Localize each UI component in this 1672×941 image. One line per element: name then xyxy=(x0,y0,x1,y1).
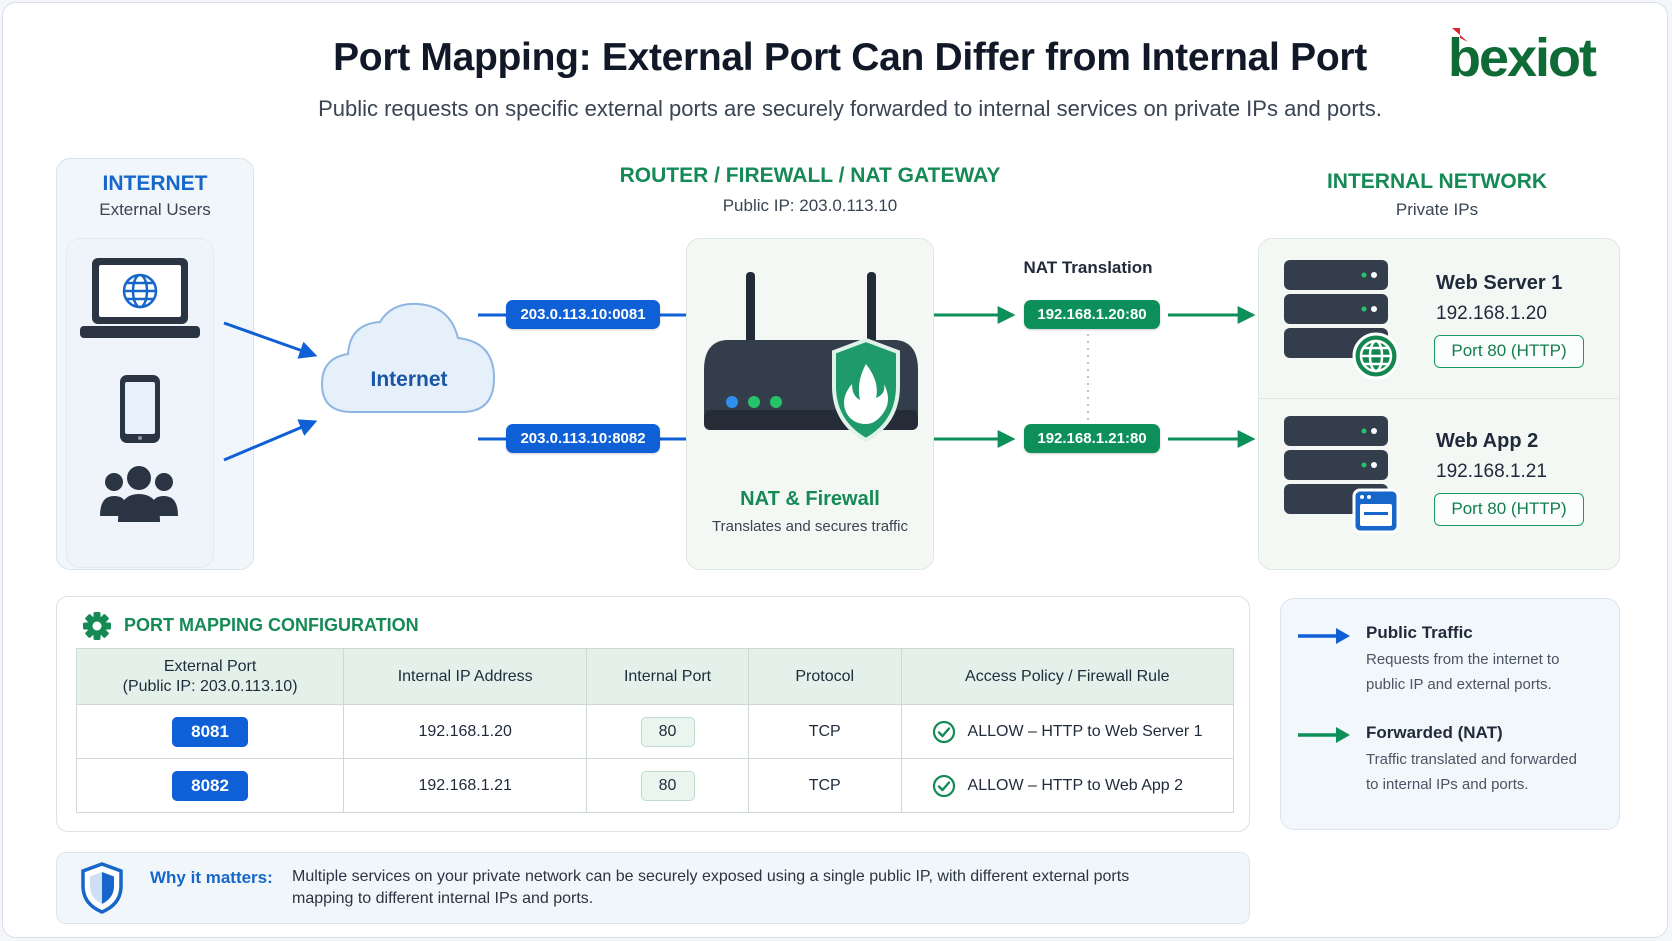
page-title: Port Mapping: External Port Can Differ f… xyxy=(333,36,1367,79)
shield-flame-icon xyxy=(832,337,900,443)
page-subtitle: Public requests on specific external por… xyxy=(318,96,1382,121)
col-access-policy: Access Policy / Firewall Rule xyxy=(900,648,1235,705)
external-port-badge: 8082 xyxy=(172,770,249,801)
port-mapping-table: External Port(Public IP: 203.0.113.10) I… xyxy=(75,648,1235,813)
server-1-port: Port 80 (HTTP) xyxy=(1434,335,1584,368)
svg-text:bexiot: bexiot xyxy=(1448,28,1597,86)
external-port-badge: 8081 xyxy=(172,716,249,747)
laptop-icon xyxy=(80,258,200,338)
legend-nat-desc-2: to internal IPs and ports. xyxy=(1366,776,1529,793)
table-header-row: External Port(Public IP: 203.0.113.10) I… xyxy=(75,648,1235,705)
legend-public-desc-1: Requests from the internet to xyxy=(1366,651,1560,668)
col-internal-ip: Internal IP Address xyxy=(343,648,588,705)
internal-heading: INTERNAL NETWORK xyxy=(1326,170,1548,193)
server-2-name: Web App 2 xyxy=(1436,430,1539,452)
router-device-desc: Translates and secures traffic xyxy=(712,518,908,535)
arrow-icon xyxy=(223,419,318,462)
nat-translation-label: NAT Translation xyxy=(1023,258,1153,277)
footer-text-2: mapping to different internal IPs and po… xyxy=(292,890,594,907)
footer-label: Why it matters: xyxy=(150,868,273,887)
legend-public-title: Public Traffic xyxy=(1366,623,1473,642)
globe-icon xyxy=(122,273,158,309)
internal-ip-cell: 192.168.1.21 xyxy=(343,758,588,813)
legend-nat-arrow xyxy=(1298,727,1350,743)
internal-port-badge: 80 xyxy=(640,716,695,747)
gear-icon xyxy=(83,612,111,640)
internal-subheading: Private IPs xyxy=(1395,200,1479,219)
config-heading: PORT MAPPING CONFIGURATION xyxy=(124,615,419,635)
footer-panel xyxy=(56,852,1250,924)
col-protocol: Protocol xyxy=(747,648,902,705)
internal-flow-pill-1: 192.168.1.20:80 xyxy=(1024,300,1160,329)
app-window-icon xyxy=(1352,488,1400,534)
legend-public-desc-2: public IP and external ports. xyxy=(1366,676,1552,693)
server-2-ip: 192.168.1.21 xyxy=(1436,461,1547,482)
col-internal-port: Internal Port xyxy=(586,648,749,705)
arrow-icon xyxy=(223,321,318,359)
internet-subheading: External Users xyxy=(99,200,211,219)
server-icon xyxy=(1284,260,1400,380)
check-circle-icon xyxy=(932,720,955,743)
footer-text-1: Multiple services on your private networ… xyxy=(292,868,1130,885)
table-row: 8082 192.168.1.21 80 TCP ALLOW – HTTP to… xyxy=(75,758,1235,813)
server-1-name: Web Server 1 xyxy=(1436,272,1563,294)
router-public-ip: Public IP: 203.0.113.10 xyxy=(722,196,898,215)
internal-panel-divider xyxy=(1258,398,1620,399)
legend-nat-desc-1: Traffic translated and forwarded xyxy=(1366,751,1577,768)
server-1-ip: 192.168.1.20 xyxy=(1436,303,1547,324)
router-heading: ROUTER / FIREWALL / NAT GATEWAY xyxy=(619,164,1001,187)
cloud-icon xyxy=(320,302,496,413)
external-flow-pill-2: 203.0.113.10:8082 xyxy=(506,424,660,453)
protocol-cell: TCP xyxy=(747,704,902,759)
internal-port-badge: 80 xyxy=(640,770,695,801)
table-row: 8081 192.168.1.20 80 TCP ALLOW – HTTP to… xyxy=(75,704,1235,759)
cloud-label: Internet xyxy=(370,368,448,391)
server-icon xyxy=(1284,416,1400,534)
legend-public-arrow xyxy=(1298,628,1350,644)
legend-nat-title: Forwarded (NAT) xyxy=(1366,723,1503,742)
col-external-port: External Port(Public IP: 203.0.113.10) xyxy=(75,648,345,705)
router-icon xyxy=(704,272,918,443)
internal-ip-cell: 192.168.1.20 xyxy=(343,704,588,759)
internet-heading: INTERNET xyxy=(102,172,208,195)
shield-icon xyxy=(81,862,123,914)
rule-text: ALLOW – HTTP to Web App 2 xyxy=(967,776,1184,794)
server-2-port: Port 80 (HTTP) xyxy=(1434,493,1584,526)
smartphone-icon xyxy=(120,375,160,443)
internal-flow-pill-2: 192.168.1.21:80 xyxy=(1024,424,1160,453)
bexiot-logo: bexiot xyxy=(1448,28,1599,86)
protocol-cell: TCP xyxy=(747,758,902,813)
globe-icon xyxy=(1352,332,1400,380)
router-device-label: NAT & Firewall xyxy=(740,488,880,510)
check-circle-icon xyxy=(932,774,955,797)
external-flow-pill-1: 203.0.113.10:0081 xyxy=(506,300,660,329)
users-icon xyxy=(100,466,178,522)
rule-text: ALLOW – HTTP to Web Server 1 xyxy=(967,722,1203,740)
